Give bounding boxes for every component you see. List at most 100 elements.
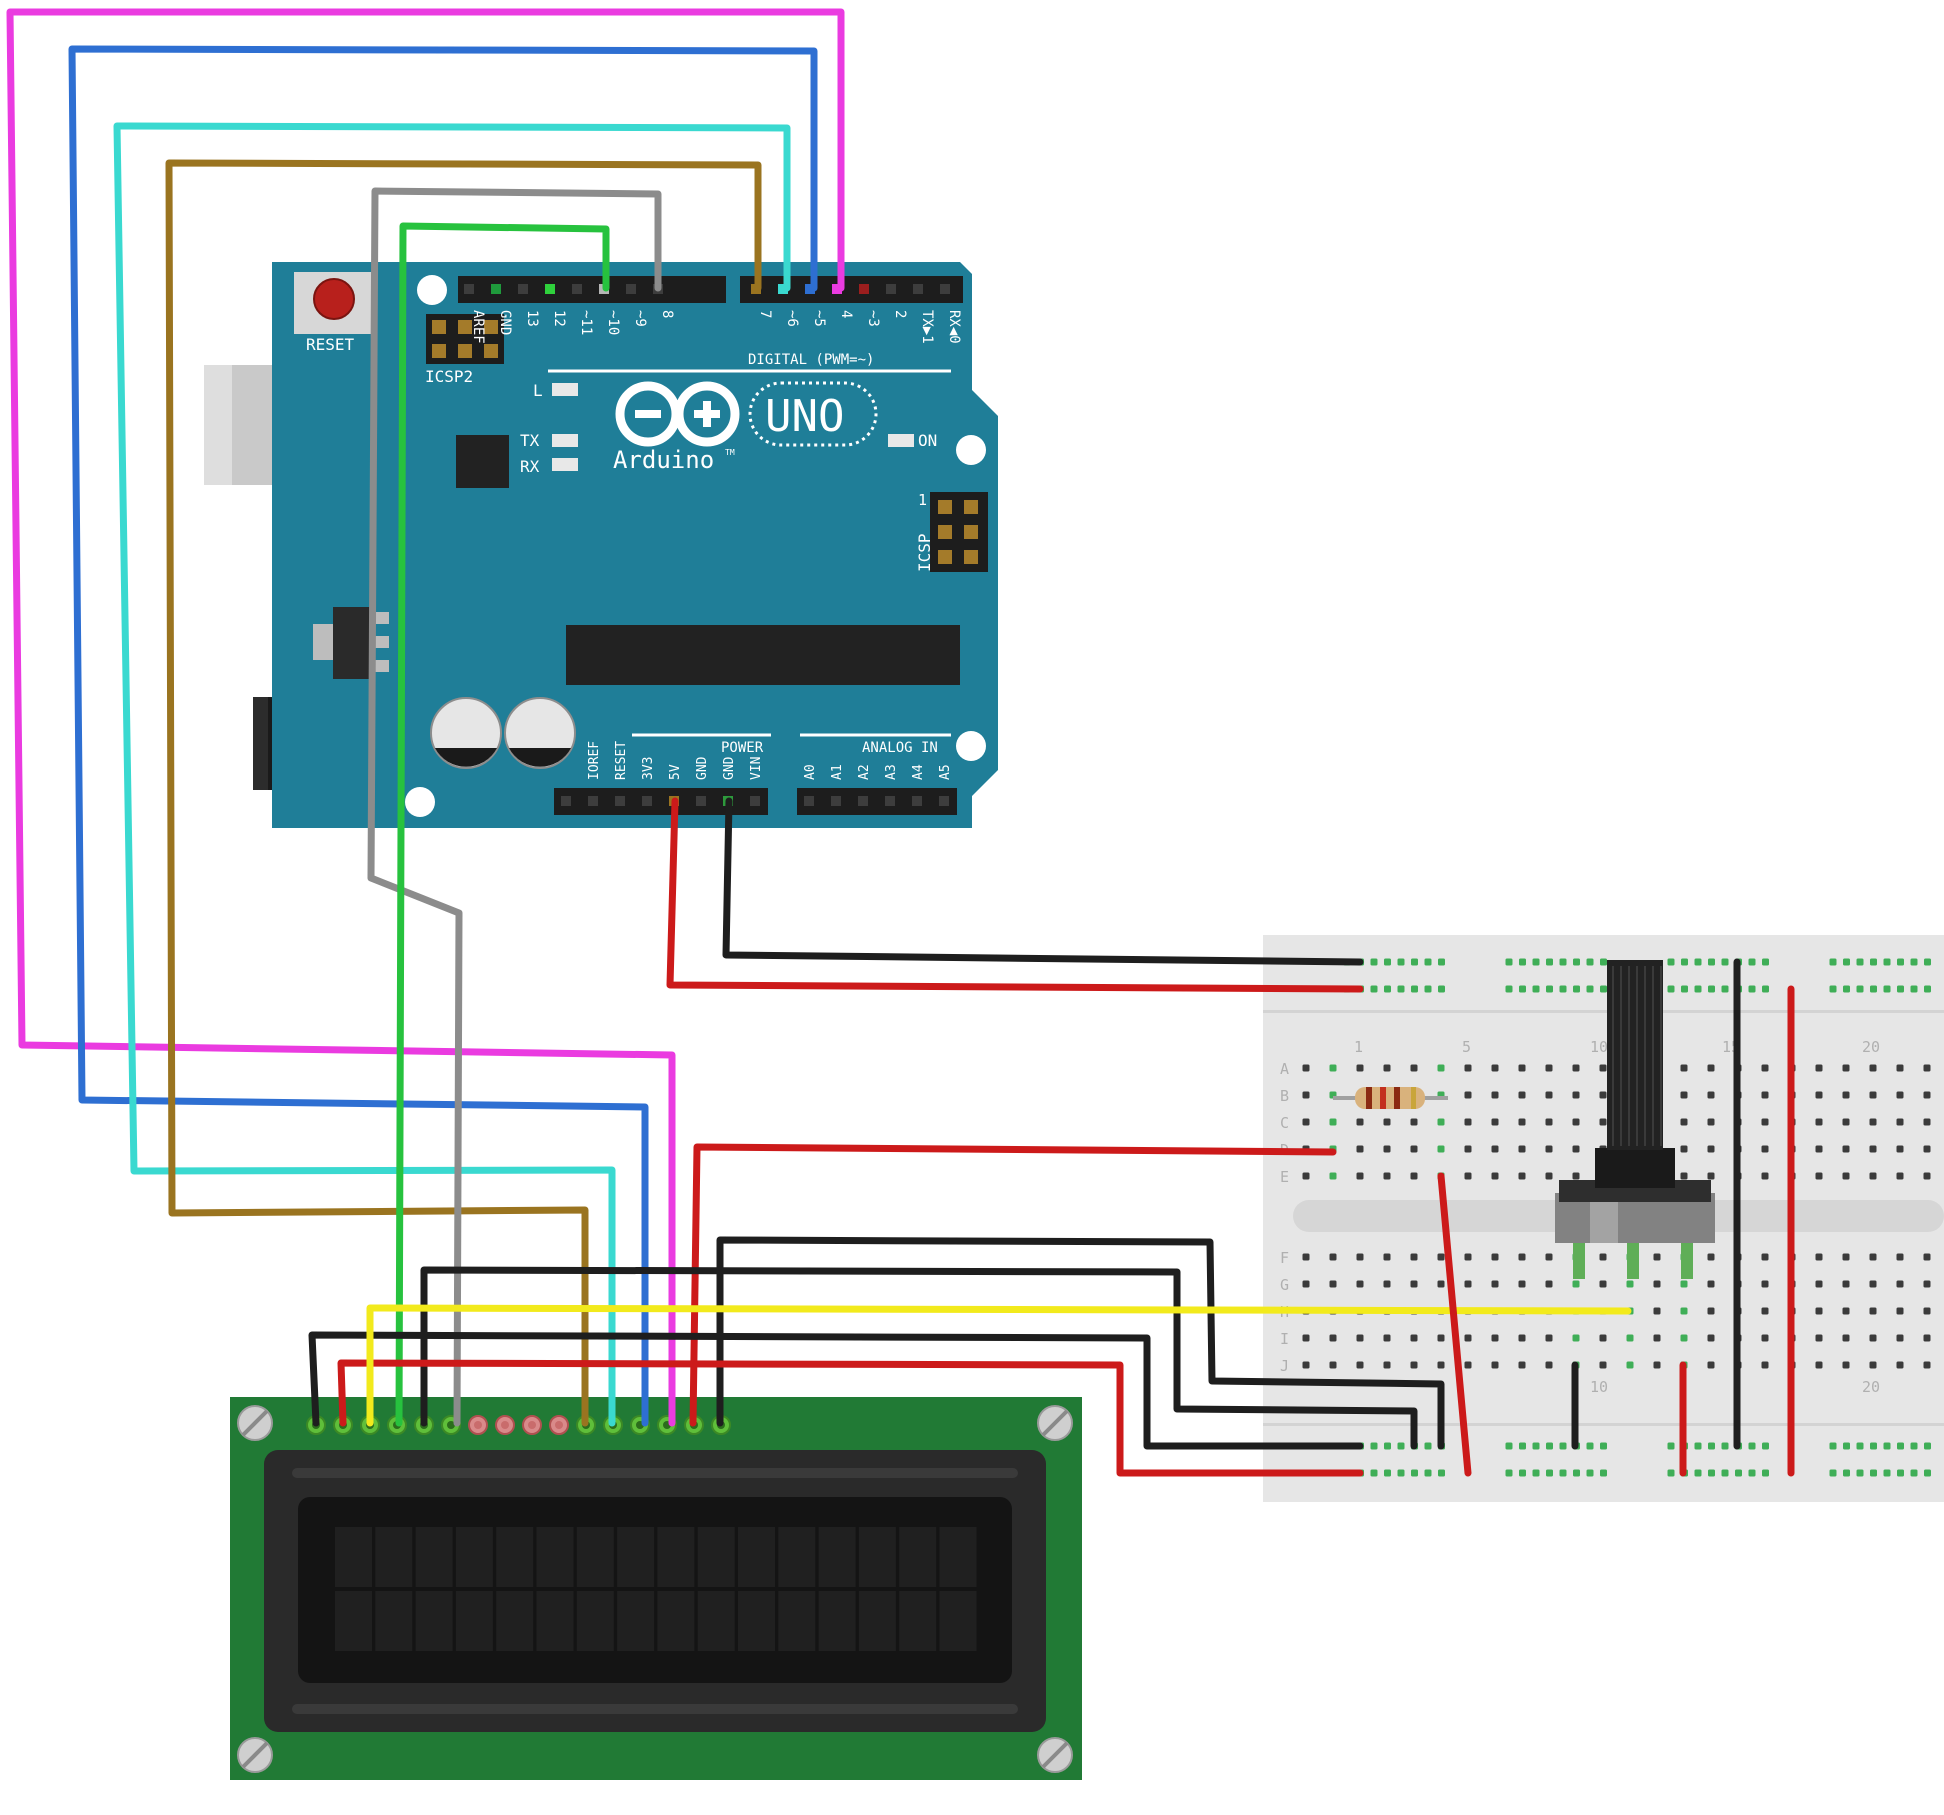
breadboard-hole[interactable] <box>1910 985 1918 993</box>
breadboard-hole[interactable] <box>1532 1442 1540 1450</box>
breadboard-hole[interactable] <box>1680 1145 1688 1153</box>
breadboard-hole[interactable] <box>1356 1064 1364 1072</box>
breadboard-hole[interactable] <box>1721 958 1729 966</box>
breadboard-hole[interactable] <box>1708 985 1715 993</box>
breadboard-hole[interactable] <box>1384 1469 1391 1477</box>
breadboard-hole[interactable] <box>1721 1442 1729 1450</box>
breadboard-hole[interactable] <box>1518 1145 1526 1153</box>
breadboard-hole[interactable] <box>1464 1280 1472 1288</box>
breadboard-hole[interactable] <box>1491 1091 1499 1099</box>
breadboard-hole[interactable] <box>1302 1253 1310 1261</box>
breadboard-hole[interactable] <box>1869 1091 1877 1099</box>
breadboard-hole[interactable] <box>1437 1064 1445 1072</box>
breadboard-hole[interactable] <box>1518 1253 1526 1261</box>
breadboard-hole[interactable] <box>1572 1334 1580 1342</box>
breadboard-hole[interactable] <box>1761 1118 1769 1126</box>
breadboard-hole[interactable] <box>1370 958 1378 966</box>
breadboard-hole[interactable] <box>1572 1064 1580 1072</box>
breadboard-hole[interactable] <box>1842 1253 1850 1261</box>
breadboard-hole[interactable] <box>1653 1280 1661 1288</box>
breadboard-hole[interactable] <box>1397 1442 1405 1450</box>
breadboard-hole[interactable] <box>1896 1280 1904 1288</box>
breadboard-hole[interactable] <box>1883 985 1891 993</box>
breadboard-hole[interactable] <box>1572 1280 1580 1288</box>
breadboard-hole[interactable] <box>1680 1172 1688 1180</box>
breadboard-hole[interactable] <box>1302 1361 1310 1369</box>
power-pin[interactable] <box>750 796 760 806</box>
breadboard-hole[interactable] <box>1856 1469 1864 1477</box>
digital-pin[interactable] <box>491 284 501 294</box>
breadboard-hole[interactable] <box>1546 1469 1553 1477</box>
breadboard-hole[interactable] <box>1896 1118 1904 1126</box>
breadboard-hole[interactable] <box>1491 1361 1499 1369</box>
breadboard-hole[interactable] <box>1680 1118 1688 1126</box>
breadboard-hole[interactable] <box>1694 1469 1702 1477</box>
breadboard-hole[interactable] <box>1505 985 1513 993</box>
breadboard-hole[interactable] <box>1464 1145 1472 1153</box>
breadboard-hole[interactable] <box>1599 1334 1607 1342</box>
breadboard-hole[interactable] <box>1559 1442 1567 1450</box>
breadboard-hole[interactable] <box>1411 985 1418 993</box>
breadboard-hole[interactable] <box>1302 1118 1310 1126</box>
analog-pin[interactable] <box>912 796 922 806</box>
breadboard-hole[interactable] <box>1910 1442 1918 1450</box>
breadboard-hole[interactable] <box>1681 985 1688 993</box>
breadboard-hole[interactable] <box>1923 1064 1931 1072</box>
breadboard-hole[interactable] <box>1924 1442 1931 1450</box>
breadboard-hole[interactable] <box>1843 1442 1850 1450</box>
breadboard-hole[interactable] <box>1923 1307 1931 1315</box>
breadboard-hole[interactable] <box>1883 1469 1891 1477</box>
breadboard-hole[interactable] <box>1843 958 1850 966</box>
breadboard-hole[interactable] <box>1573 985 1580 993</box>
breadboard-hole[interactable] <box>1410 1145 1418 1153</box>
breadboard-hole[interactable] <box>1518 1091 1526 1099</box>
breadboard-hole[interactable] <box>1869 1172 1877 1180</box>
breadboard-hole[interactable] <box>1748 958 1756 966</box>
breadboard-hole[interactable] <box>1437 1145 1445 1153</box>
breadboard-hole[interactable] <box>1491 1118 1499 1126</box>
breadboard-hole[interactable] <box>1437 1118 1445 1126</box>
breadboard-hole[interactable] <box>1545 1334 1553 1342</box>
breadboard-hole[interactable] <box>1910 1469 1918 1477</box>
breadboard-hole[interactable] <box>1680 1307 1688 1315</box>
power-pin[interactable] <box>696 796 706 806</box>
breadboard-hole[interactable] <box>1586 1469 1594 1477</box>
digital-pin[interactable] <box>805 284 815 294</box>
breadboard-hole[interactable] <box>1842 1361 1850 1369</box>
breadboard-hole[interactable] <box>1532 985 1540 993</box>
breadboard-hole[interactable] <box>1869 1253 1877 1261</box>
breadboard-hole[interactable] <box>1329 1361 1337 1369</box>
breadboard-hole[interactable] <box>1572 1145 1580 1153</box>
breadboard-hole[interactable] <box>1599 1118 1607 1126</box>
breadboard-hole[interactable] <box>1356 1361 1364 1369</box>
breadboard-hole[interactable] <box>1653 1253 1661 1261</box>
analog-pin[interactable] <box>831 796 841 806</box>
breadboard-hole[interactable] <box>1762 1469 1769 1477</box>
breadboard-hole[interactable] <box>1410 1361 1418 1369</box>
analog-pin[interactable] <box>804 796 814 806</box>
potentiometer-knob[interactable] <box>1607 960 1663 1150</box>
breadboard-hole[interactable] <box>1424 958 1432 966</box>
breadboard-hole[interactable] <box>1411 958 1418 966</box>
breadboard-hole[interactable] <box>1573 1469 1580 1477</box>
breadboard-hole[interactable] <box>1599 1091 1607 1099</box>
digital-pin[interactable] <box>913 284 923 294</box>
breadboard-hole[interactable] <box>1532 958 1540 966</box>
breadboard-hole[interactable] <box>1356 1145 1364 1153</box>
breadboard-hole[interactable] <box>1667 1469 1675 1477</box>
breadboard-hole[interactable] <box>1842 1172 1850 1180</box>
breadboard-hole[interactable] <box>1923 1172 1931 1180</box>
breadboard-hole[interactable] <box>1869 1280 1877 1288</box>
breadboard-hole[interactable] <box>1356 1334 1364 1342</box>
breadboard-hole[interactable] <box>1842 1145 1850 1153</box>
power-pin[interactable] <box>615 796 625 806</box>
digital-pin[interactable] <box>518 284 528 294</box>
breadboard-hole[interactable] <box>1438 958 1445 966</box>
breadboard-hole[interactable] <box>1815 1334 1823 1342</box>
breadboard-hole[interactable] <box>1896 1091 1904 1099</box>
breadboard-hole[interactable] <box>1924 958 1931 966</box>
breadboard-hole[interactable] <box>1383 1253 1391 1261</box>
breadboard-hole[interactable] <box>1924 985 1931 993</box>
breadboard-hole[interactable] <box>1329 1118 1337 1126</box>
breadboard-hole[interactable] <box>1829 1442 1837 1450</box>
